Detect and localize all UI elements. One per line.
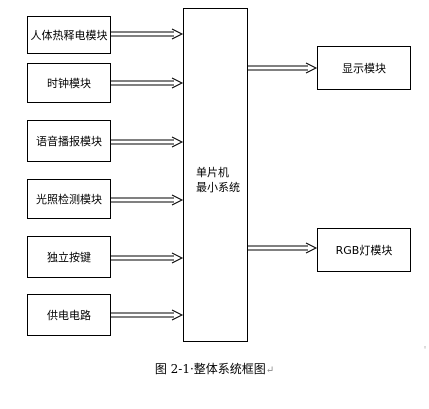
pir-module-label: 人体热释电模块 bbox=[30, 29, 108, 42]
clock-module-box: 时钟模块 bbox=[27, 63, 111, 103]
arrow-mcu-to-rgb bbox=[248, 242, 318, 254]
rgb-module-label: RGB灯模块 bbox=[335, 244, 393, 257]
mcu-label-line2: 最小系统 bbox=[196, 181, 240, 194]
arrow-pir-to-mcu bbox=[111, 28, 184, 40]
arrow-keys-to-mcu bbox=[111, 252, 184, 264]
display-module-label: 显示模块 bbox=[342, 62, 386, 75]
keys-module-box: 独立按键 bbox=[27, 236, 111, 278]
voice-module-box: 语音播报模块 bbox=[27, 120, 111, 162]
arrow-clock-to-mcu bbox=[111, 77, 184, 89]
mcu-label-line1: 单片机 bbox=[196, 166, 229, 179]
arrow-light-to-mcu bbox=[111, 194, 184, 206]
mcu-system-box: 单片机 最小系统 bbox=[183, 8, 248, 342]
light-sensor-module-box: 光照检测模块 bbox=[27, 179, 111, 219]
keys-module-label: 独立按键 bbox=[47, 251, 91, 264]
return-mark: ↵ bbox=[265, 365, 275, 376]
clock-module-label: 时钟模块 bbox=[47, 77, 91, 90]
arrow-voice-to-mcu bbox=[111, 136, 184, 148]
caption-text: 图 2-1·整体系统框图 bbox=[154, 362, 266, 376]
display-module-box: 显示模块 bbox=[317, 46, 411, 90]
pir-module-box: 人体热释电模块 bbox=[27, 16, 111, 54]
light-sensor-module-label: 光照检测模块 bbox=[36, 193, 102, 206]
power-module-box: 供电电路 bbox=[27, 294, 111, 336]
mcu-label: 单片机 最小系统 bbox=[196, 165, 240, 195]
rgb-module-box: RGB灯模块 bbox=[317, 228, 411, 272]
arrow-mcu-to-display bbox=[248, 62, 318, 74]
voice-module-label: 语音播报模块 bbox=[36, 135, 102, 148]
paragraph-mark: ◦ bbox=[423, 344, 428, 352]
arrow-power-to-mcu bbox=[111, 309, 184, 321]
power-module-label: 供电电路 bbox=[47, 309, 91, 322]
figure-caption: 图 2-1·整体系统框图↵ bbox=[0, 360, 429, 377]
